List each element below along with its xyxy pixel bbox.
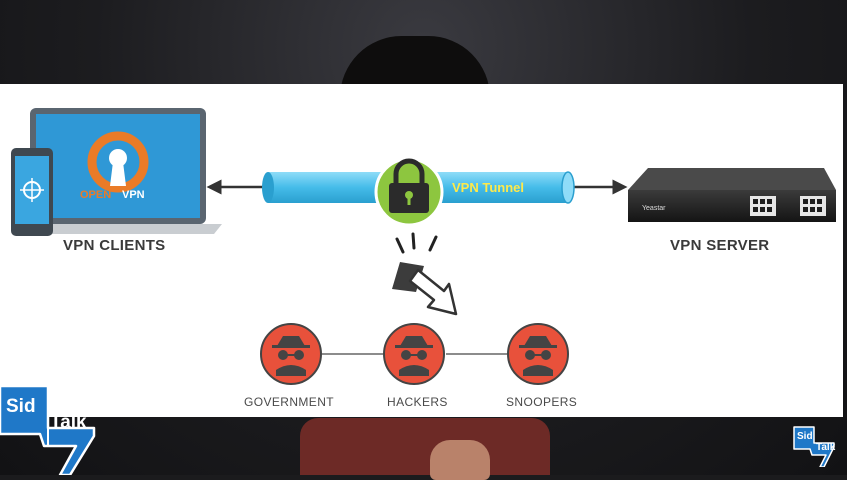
server-brand: Yeastar (642, 205, 666, 212)
presenter-hand (430, 440, 490, 480)
sidtalk-corner-logo: Sid Talk (790, 425, 840, 467)
server-icon (628, 168, 836, 222)
tunnel-label: VPN Tunnel (452, 180, 524, 195)
logo-text-talk: Talk (50, 412, 87, 433)
slide: OPEN VPN (0, 84, 843, 417)
deflect-arrow-icon (392, 262, 458, 316)
openvpn-suffix: VPN (122, 189, 145, 201)
spy-icon (383, 323, 445, 385)
threat-label: HACKERS (387, 395, 448, 409)
laptop-icon (22, 108, 222, 234)
phone-icon (11, 148, 53, 236)
sidtalk-logo: Sid Talk (0, 384, 100, 475)
corner-logo-text-sid: Sid (797, 431, 813, 442)
lock-icon (374, 157, 444, 227)
threat-label: GOVERNMENT (244, 395, 335, 409)
clients-label: VPN CLIENTS (63, 237, 166, 254)
impact-lines-icon (395, 232, 438, 254)
threat-label: SNOOPERS (506, 395, 578, 409)
spy-icon (507, 323, 569, 385)
openvpn-prefix: OPEN (80, 189, 111, 201)
spy-icon (260, 323, 322, 385)
presenter-shirt (300, 418, 550, 475)
vpn-diagram: OPEN VPN (11, 108, 836, 385)
corner-logo-text-talk: Talk (816, 442, 836, 453)
logo-text-sid: Sid (6, 396, 36, 417)
server-label: VPN SERVER (670, 237, 770, 254)
